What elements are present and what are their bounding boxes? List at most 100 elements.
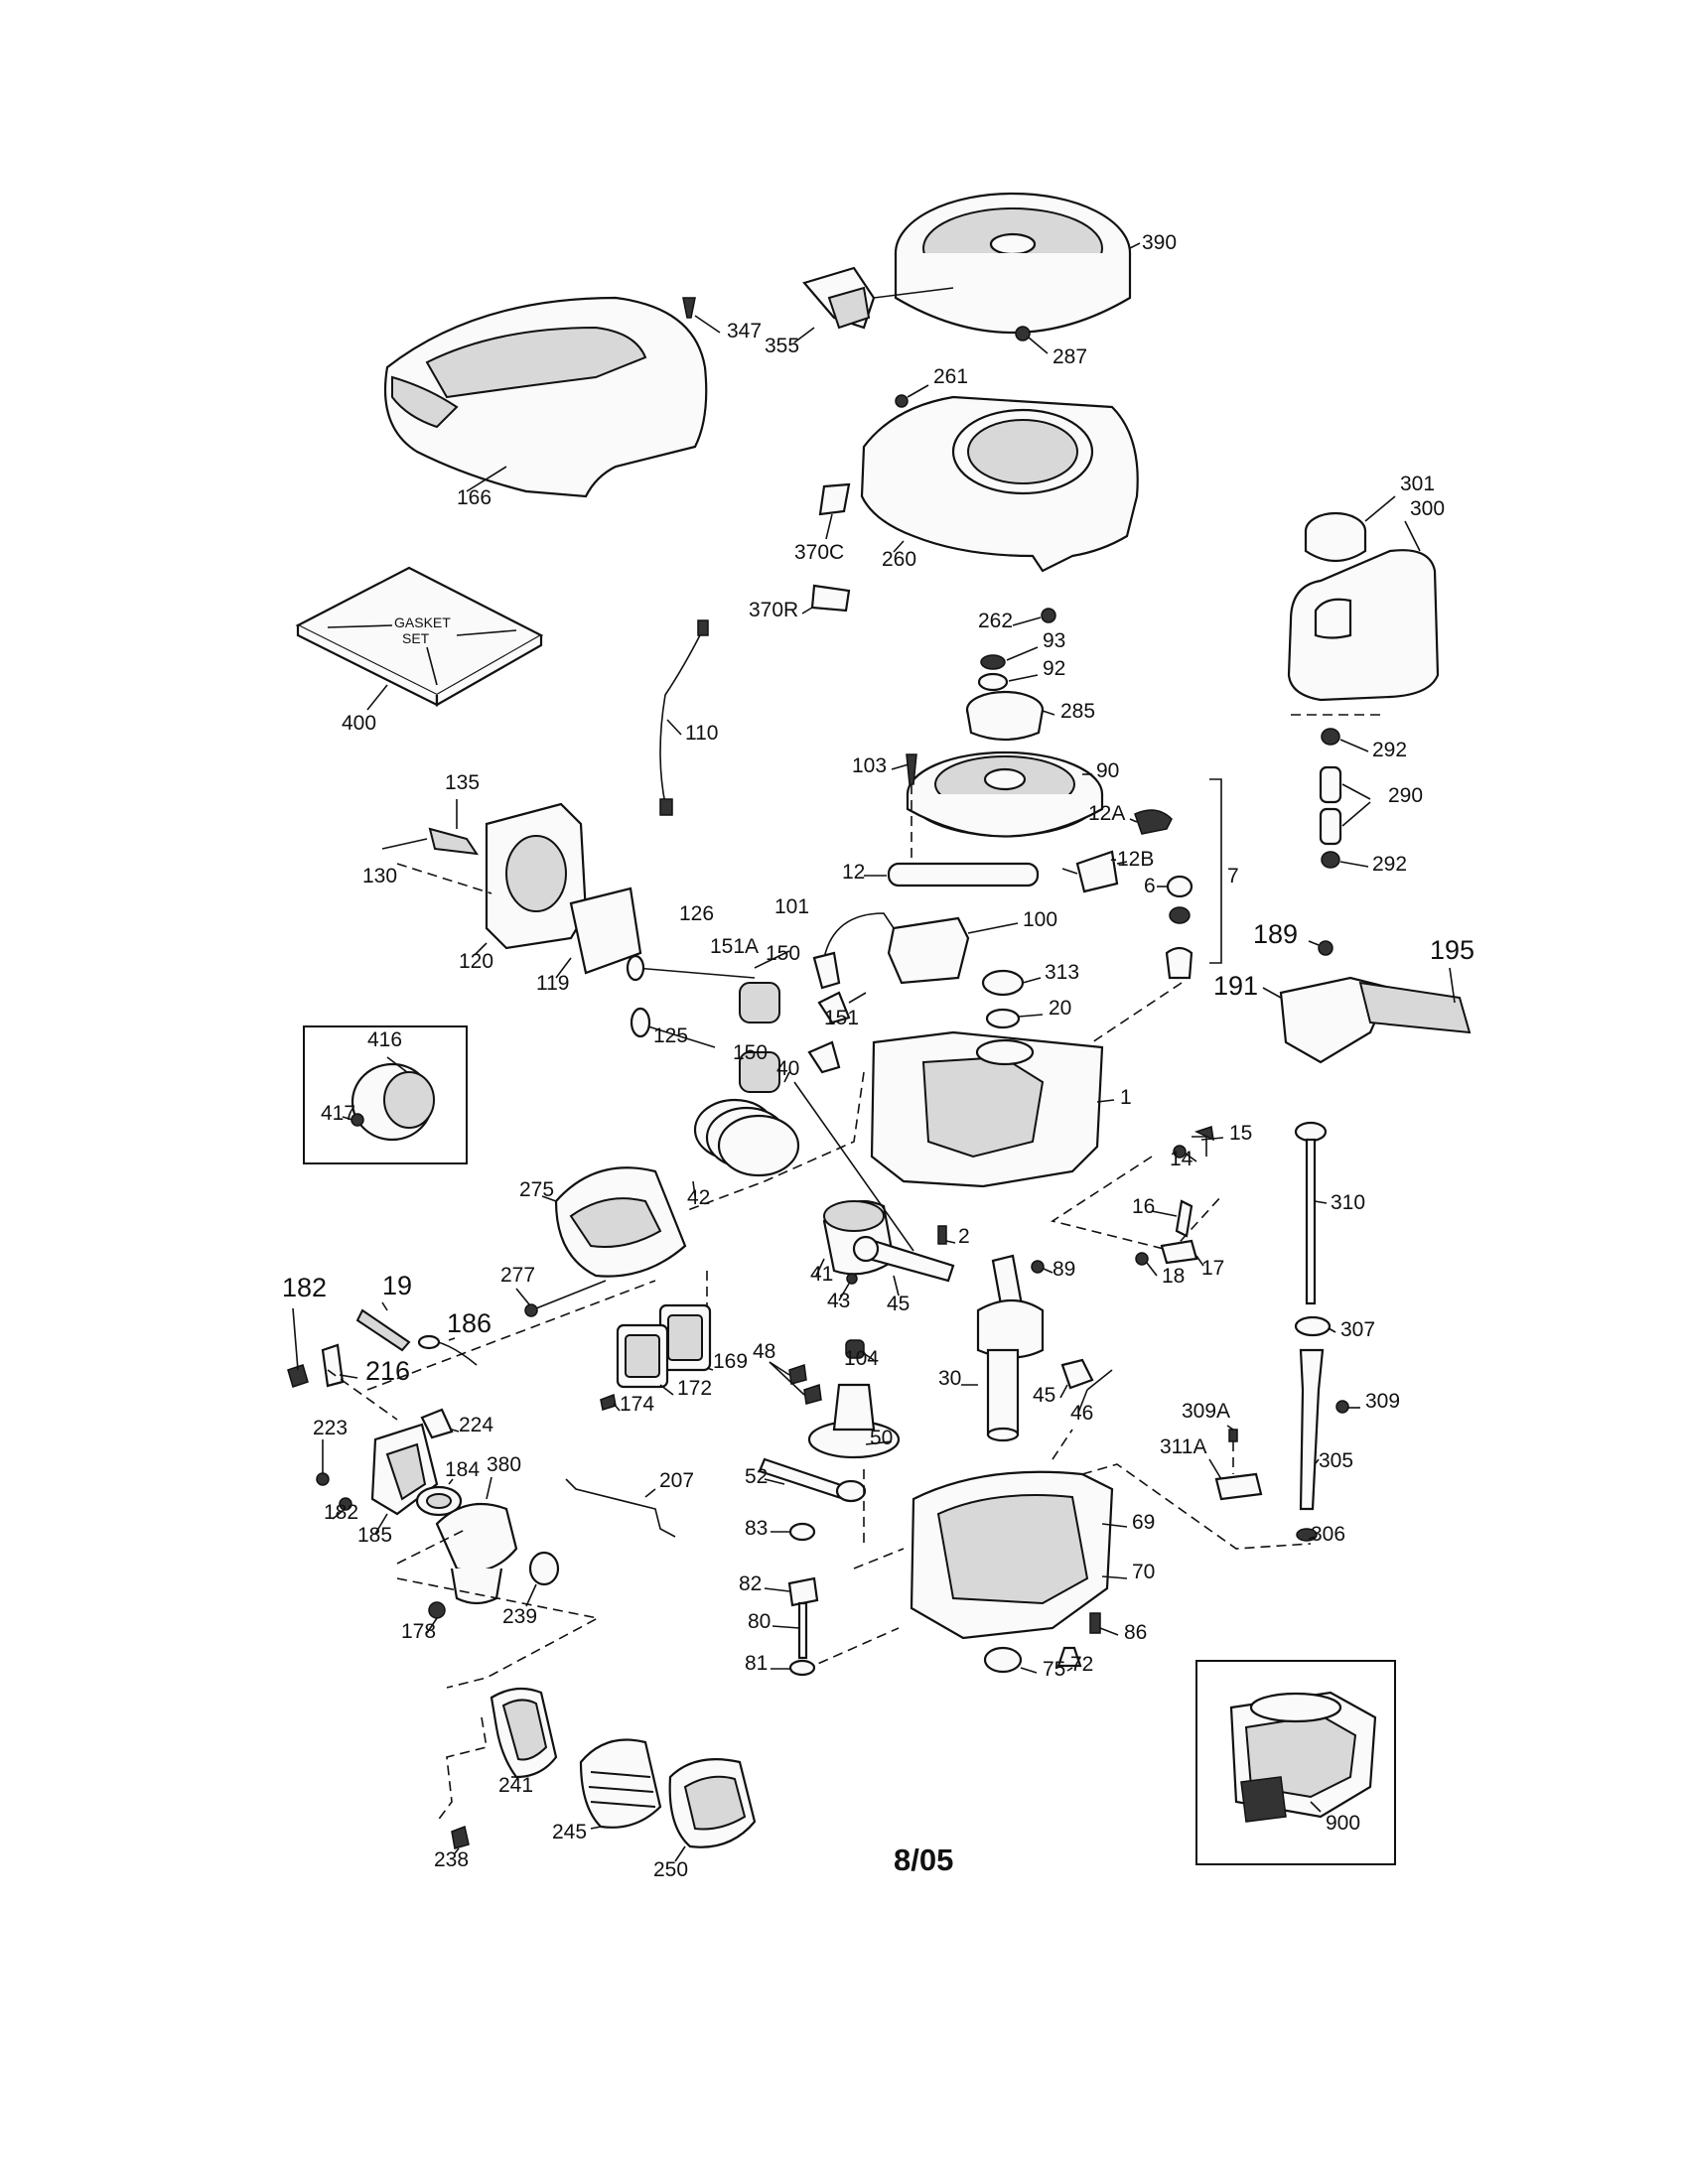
part-label-390: 390 [1142, 231, 1177, 254]
part-label-224: 224 [459, 1414, 493, 1436]
part-label-90: 90 [1096, 759, 1119, 782]
part-label-311A: 311A [1160, 1435, 1207, 1458]
part-label-42: 42 [687, 1186, 710, 1209]
part-label-92: 92 [1043, 657, 1065, 680]
part-label-184: 184 [445, 1458, 480, 1481]
part-label-12A: 12A [1088, 802, 1125, 825]
gasket-set: GASKET SET [295, 566, 544, 711]
carburetor-group [287, 1280, 656, 1689]
part-label-355: 355 [765, 335, 799, 357]
part-label-12B: -12B [1110, 848, 1154, 871]
fuel-tank [1287, 495, 1440, 869]
part-label-14: 14 [1170, 1148, 1193, 1170]
gasket-set-text-2: SET [402, 630, 430, 646]
part-label-100: 100 [1023, 908, 1057, 931]
part-label-45a: 45 [887, 1293, 910, 1315]
part-label-75: 75 [1043, 1658, 1065, 1681]
part-label-307: 307 [1340, 1318, 1375, 1341]
part-label-110: 110 [685, 722, 718, 745]
part-label-12: 12 [842, 861, 865, 884]
part-label-260: 260 [882, 548, 916, 571]
part-label-120: 120 [459, 950, 493, 973]
part-label-86: 86 [1124, 1621, 1147, 1644]
part-label-292a: 292 [1372, 739, 1407, 761]
part-label-275: 275 [519, 1178, 554, 1201]
muffler-group [515, 1166, 687, 1317]
part-label-216: 216 [365, 1356, 410, 1386]
sump-group [803, 1429, 1312, 1674]
part-label-15: 15 [1229, 1122, 1252, 1145]
part-label-380: 380 [487, 1453, 521, 1476]
gasket-set-text-1: GASKET [394, 614, 451, 630]
blower-housing [860, 384, 1139, 626]
part-label-285: 285 [1060, 700, 1095, 723]
part-label-166: 166 [457, 486, 491, 509]
date-code: 8/05 [894, 1843, 953, 1877]
part-label-174: 174 [620, 1393, 654, 1416]
part-label-126: 126 [679, 902, 714, 925]
part-label-151: 151 [824, 1007, 859, 1029]
part-label-309A: 309A [1182, 1400, 1230, 1423]
part-label-82: 82 [739, 1572, 762, 1595]
part-label-40: 40 [776, 1057, 799, 1080]
part-label-300: 300 [1410, 497, 1445, 520]
part-label-150a: 150 [766, 942, 800, 965]
part-label-261: 261 [933, 365, 968, 388]
part-label-43: 43 [827, 1290, 850, 1312]
part-label-52: 52 [745, 1465, 768, 1488]
bracket-309a-311a [1208, 1425, 1263, 1501]
part-label-48: 48 [753, 1340, 775, 1363]
part-label-182b: 182 [324, 1501, 358, 1524]
part-label-7: 7 [1227, 865, 1239, 887]
inset-valve-cover [303, 1025, 468, 1164]
part-label-207: 207 [659, 1469, 694, 1492]
part-label-182a: 182 [282, 1273, 327, 1302]
cylinder-head-group [381, 799, 1019, 1093]
part-label-17: 17 [1201, 1257, 1224, 1280]
part-label-195: 195 [1430, 935, 1474, 965]
part-label-119: 119 [536, 972, 569, 995]
part-label-104: 104 [844, 1347, 879, 1370]
air-baffles [801, 482, 851, 614]
part-label-101: 101 [774, 895, 809, 918]
inset-engine-assembly [1195, 1660, 1396, 1865]
camshaft-group [758, 1339, 901, 1549]
part-label-416: 416 [367, 1028, 402, 1051]
part-label-103: 103 [852, 754, 887, 777]
part-label-262: 262 [978, 610, 1013, 632]
control-bracket [1262, 940, 1472, 1064]
part-label-93: 93 [1043, 629, 1065, 652]
part-label-41: 41 [810, 1263, 833, 1286]
part-label-305: 305 [1319, 1449, 1353, 1472]
part-label-16: 16 [1132, 1195, 1155, 1218]
part-label-241: 241 [498, 1774, 533, 1797]
part-label-347: 347 [727, 320, 762, 342]
recoil-starter [793, 192, 1141, 354]
part-label-310: 310 [1331, 1191, 1365, 1214]
part-label-185: 185 [357, 1524, 392, 1547]
part-label-20: 20 [1049, 997, 1071, 1020]
seals-313-20 [981, 969, 1044, 1029]
part-label-417: 417 [321, 1102, 355, 1125]
governor-linkage [1051, 1126, 1224, 1277]
part-label-309: 309 [1365, 1390, 1400, 1413]
part-label-287: 287 [1052, 345, 1087, 368]
part-label-50: 50 [870, 1427, 893, 1449]
part-label-186: 186 [447, 1308, 491, 1338]
part-label-135: 135 [445, 771, 480, 794]
part-label-45b: 45 [1033, 1384, 1055, 1407]
part-label-6: 6 [1144, 875, 1156, 897]
part-label-238: 238 [434, 1848, 469, 1871]
part-label-70: 70 [1132, 1561, 1155, 1583]
breather-assembly [864, 778, 1222, 980]
choke-link [565, 1478, 676, 1538]
part-label-169: 169 [713, 1350, 748, 1373]
part-label-1: 1 [1120, 1086, 1132, 1109]
air-cleaner-group [436, 1687, 757, 1862]
part-label-400: 400 [342, 712, 376, 735]
part-label-2: 2 [958, 1225, 970, 1248]
engine-block [684, 982, 1183, 1212]
crankshaft-group [937, 1225, 1113, 1442]
piston-group [692, 1071, 955, 1301]
